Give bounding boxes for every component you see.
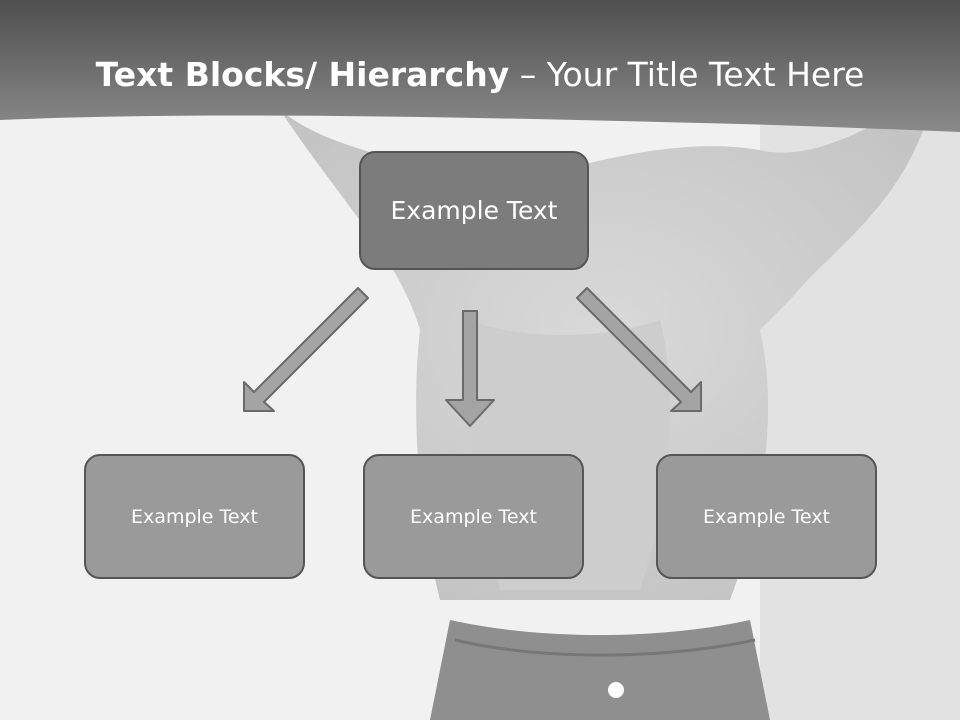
child-node-center-label: Example Text [410,505,537,528]
child-node-center: Example Text [363,454,584,579]
arrow-center [445,310,495,427]
child-node-left: Example Text [84,454,305,579]
slide-title-rest: – Your Title Text Here [509,55,865,94]
child-node-left-label: Example Text [131,505,258,528]
slide-title-bold: Text Blocks/ Hierarchy [95,55,510,94]
top-node-label: Example Text [390,196,558,225]
slide-title: Text Blocks/ Hierarchy – Your Title Text… [0,52,960,98]
child-node-right: Example Text [656,454,877,579]
arrow-left [243,287,369,412]
arrow-right [576,287,702,412]
child-node-right-label: Example Text [703,505,830,528]
top-node: Example Text [359,151,589,270]
